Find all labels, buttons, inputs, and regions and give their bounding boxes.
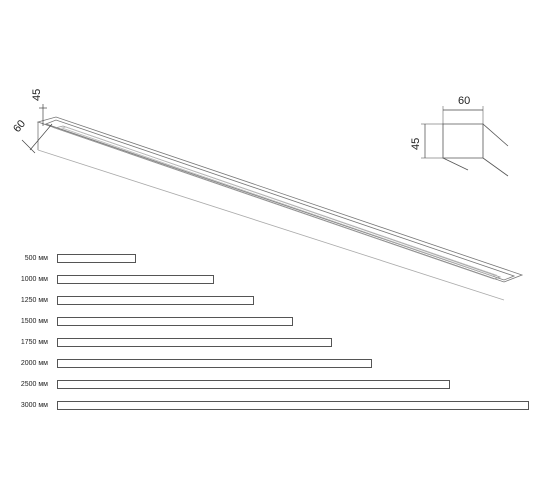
length-label: 1250 мм — [20, 297, 48, 304]
section-height-label: 45 — [410, 138, 422, 150]
length-bar — [57, 254, 136, 263]
length-label: 1500 мм — [20, 318, 48, 325]
length-bar — [57, 401, 529, 410]
profile-perspective — [36, 116, 524, 301]
section-box — [421, 106, 509, 177]
length-bar — [57, 380, 450, 389]
length-label: 3000 мм — [20, 402, 48, 409]
length-bar — [57, 296, 254, 305]
length-label: 1750 мм — [20, 339, 48, 346]
length-label: 1000 мм — [20, 276, 48, 283]
profile-dimension-width — [21, 123, 53, 154]
profile-dimension-height — [39, 104, 47, 126]
length-label: 500 мм — [24, 255, 48, 262]
length-label: 2000 мм — [20, 360, 48, 367]
profile-height-label: 45 — [31, 89, 43, 101]
length-bar — [57, 359, 372, 368]
section-width-label: 60 — [458, 95, 470, 107]
profile-width-label: 60 — [11, 118, 28, 135]
length-label: 2500 мм — [20, 381, 48, 388]
length-bar — [57, 338, 332, 347]
length-bar — [57, 275, 214, 284]
length-bar — [57, 317, 293, 326]
